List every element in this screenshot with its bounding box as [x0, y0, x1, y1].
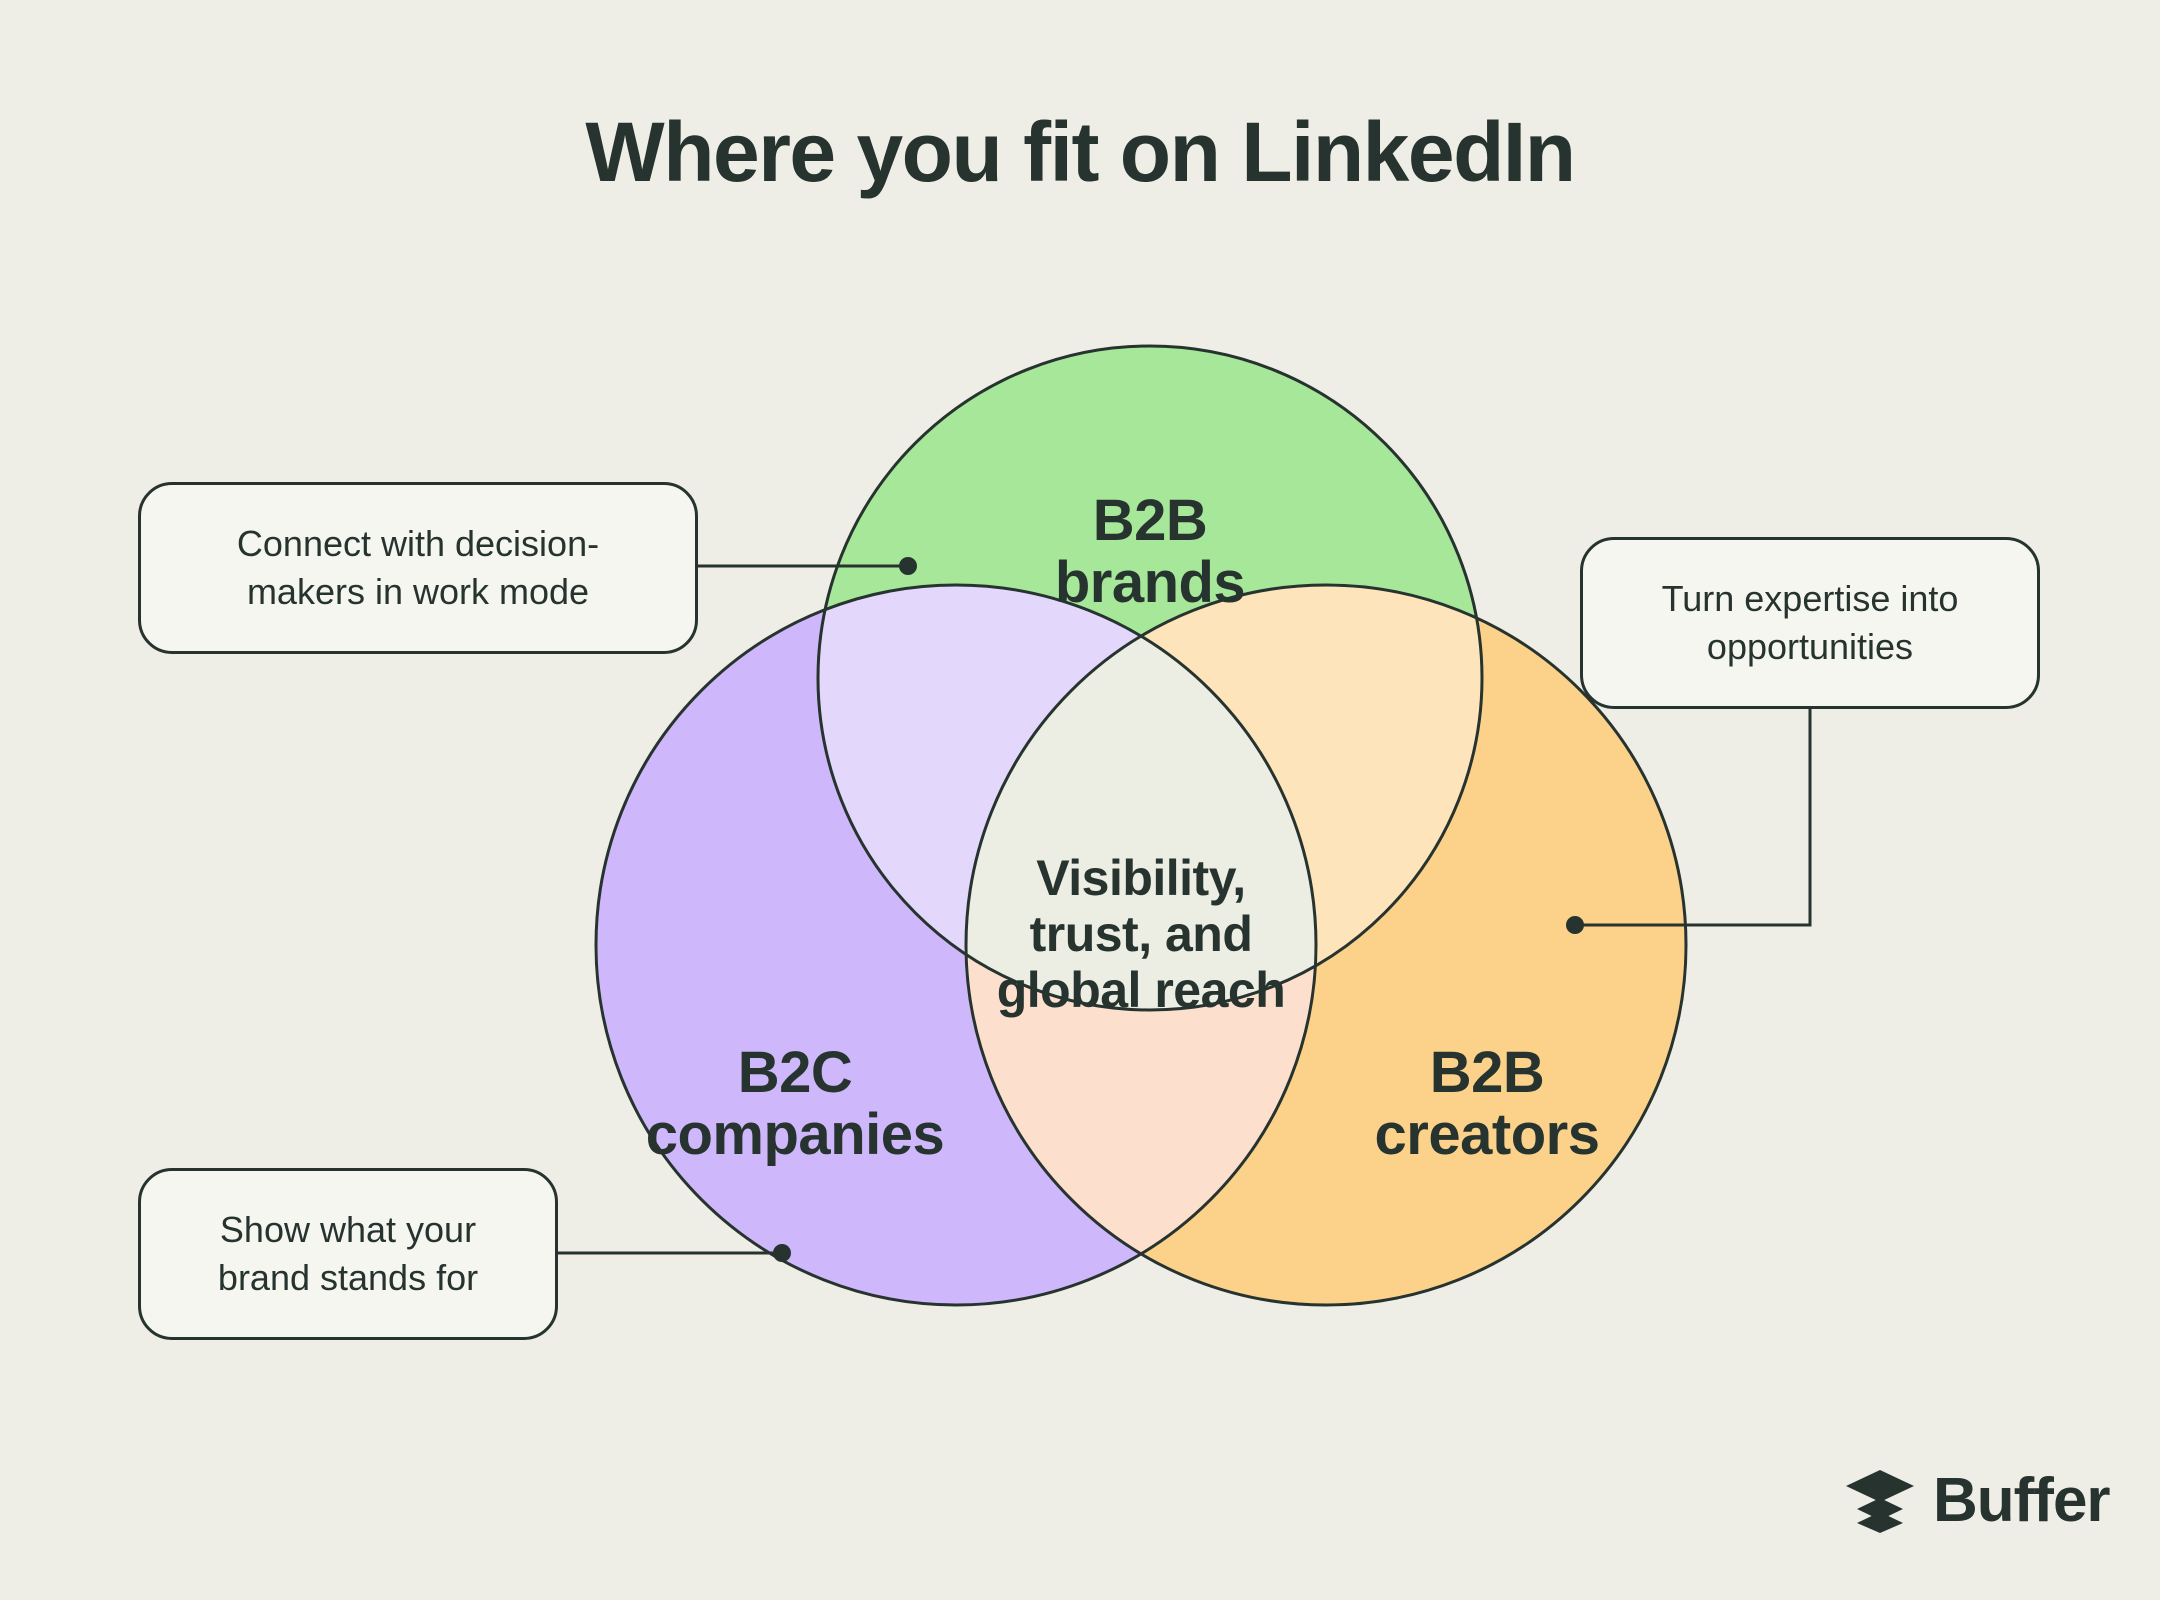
- venn-labels: B2B brands B2C companies B2B creators Vi…: [646, 488, 1600, 1167]
- venn-overlap-all-three: [966, 585, 1316, 1010]
- label-b2b-creators-line2: creators: [1375, 1102, 1600, 1167]
- label-b2b-brands-line2: brands: [1055, 550, 1245, 615]
- connector-expertise: [1578, 709, 1812, 927]
- venn-outline-b2c-companies: [594, 583, 1318, 1307]
- venn-outline-b2b-creators: [964, 583, 1688, 1307]
- stacked-layers-icon: [1846, 1470, 1914, 1533]
- callout-decision-makers[interactable]: Connect with decision- makers in work mo…: [138, 482, 698, 654]
- callout-expertise-text: Turn expertise into opportunities: [1662, 575, 1959, 670]
- label-b2b-brands-line1: B2B: [1093, 488, 1208, 553]
- buffer-logo: Buffer: [1845, 1466, 2111, 1535]
- callout-decision-makers-text: Connect with decision- makers in work mo…: [237, 520, 599, 615]
- callout-connectors: [558, 557, 1812, 1262]
- callout-brand-stands[interactable]: Show what your brand stands for: [138, 1168, 558, 1340]
- callout-decision-makers-line1: Connect with decision-: [236, 523, 600, 565]
- connector-dot-brand-stands: [773, 1244, 791, 1262]
- callout-brand-stands-line2: brand stands for: [217, 1257, 479, 1298]
- label-center-line3: global reach: [997, 962, 1286, 1018]
- venn-outlines: [594, 344, 1688, 1307]
- buffer-wordmark: Buffer: [1933, 1466, 2111, 1535]
- label-b2b-creators-line1: B2B: [1430, 1040, 1545, 1105]
- callout-brand-stands-line1: Show what your: [219, 1209, 477, 1251]
- label-center-line1: Visibility,: [1036, 850, 1245, 906]
- venn-outline-b2b-brands: [816, 344, 1484, 1012]
- venn-intersection-fills: [818, 585, 1482, 1305]
- callout-decision-makers-line2: makers in work mode: [246, 571, 590, 612]
- connector-dot-decision-makers: [899, 557, 917, 575]
- connector-dot-expertise: [1566, 916, 1584, 934]
- callout-brand-stands-text: Show what your brand stands for: [218, 1206, 478, 1301]
- callout-expertise[interactable]: Turn expertise into opportunities: [1580, 537, 2040, 709]
- label-center-line2: trust, and: [1030, 906, 1253, 962]
- label-b2c-companies-line2: companies: [646, 1102, 945, 1167]
- page-title: Where you fit on LinkedIn: [585, 105, 1576, 199]
- callout-expertise-line2: opportunities: [1706, 626, 1914, 667]
- callout-expertise-line1: Turn expertise into: [1661, 578, 1959, 620]
- label-b2c-companies-line1: B2C: [738, 1040, 853, 1105]
